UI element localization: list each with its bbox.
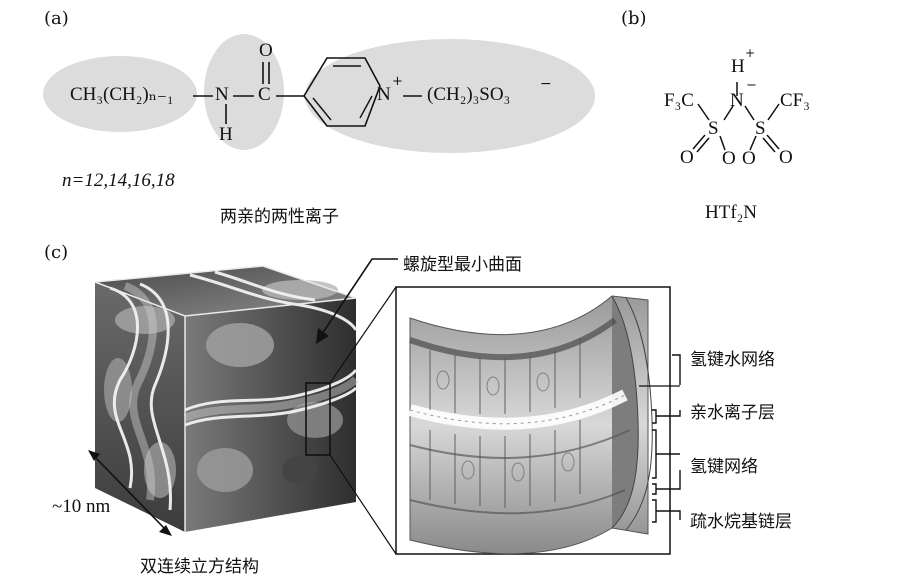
surface-arrow: [321, 258, 398, 335]
tail-group: CH₃(CH₂)ₙ₋₁: [70, 84, 174, 105]
sulfonate-head: (CH₂)₃SO₃: [427, 84, 511, 105]
acid-hydrogen: H: [731, 56, 745, 77]
sulfur-right: S: [755, 118, 766, 139]
carbonyl-carbon: C: [258, 84, 271, 105]
zoom-rect: [305, 382, 331, 456]
ring-charge: +: [392, 74, 403, 89]
ring-nitrogen: N: [377, 84, 391, 105]
panel-label-c: (c): [44, 242, 69, 263]
layer-label-water-network: 氢键水网络: [690, 350, 775, 370]
oxygen-1: O: [680, 147, 694, 168]
sulfur-left: S: [708, 118, 719, 139]
pyridine-ring: [303, 57, 381, 127]
head-highlight: [305, 39, 595, 153]
trifluoromethyl-right: CF₃: [780, 90, 810, 111]
oxygen-3: O: [742, 148, 756, 169]
panel-a-caption: 两亲的两性离子: [220, 207, 339, 227]
cube-size-label: ~10 nm: [52, 496, 111, 517]
imide-nitrogen: N: [730, 90, 744, 111]
head-charge: −: [540, 76, 552, 92]
trifluoromethyl-left: F₃C: [664, 90, 694, 111]
panel-label-b: (b): [621, 8, 647, 29]
amide-nitrogen: N: [215, 84, 229, 105]
zoom-line-bottom: [329, 454, 397, 555]
bicontinuous-cubic-label: 双连续立方结构: [140, 557, 259, 577]
oxygen-4: O: [779, 147, 793, 168]
chain-length-values: n=12,14,16,18: [62, 170, 175, 191]
zoom-line-top: [329, 286, 397, 384]
size-arrow: [92, 454, 167, 531]
oxygen-2: O: [722, 148, 736, 169]
layer-label-alkyl-chain: 疏水烷基链层: [690, 512, 792, 532]
tail-highlight: [43, 56, 197, 132]
amide-highlight: [204, 34, 284, 150]
amide-hydrogen: H: [219, 124, 233, 145]
minimal-surface-label: 螺旋型最小曲面: [403, 255, 522, 275]
panel-b-caption: HTf₂N: [705, 202, 757, 223]
panel-label-a: (a): [44, 8, 69, 29]
carbonyl-oxygen: O: [259, 40, 273, 61]
imide-nitrogen-charge: −: [746, 78, 757, 93]
layer-label-hbond-network: 氢键网络: [690, 457, 758, 477]
acid-hydrogen-charge: +: [745, 46, 756, 60]
layer-label-hydrophilic-ion: 亲水离子层: [690, 403, 775, 423]
